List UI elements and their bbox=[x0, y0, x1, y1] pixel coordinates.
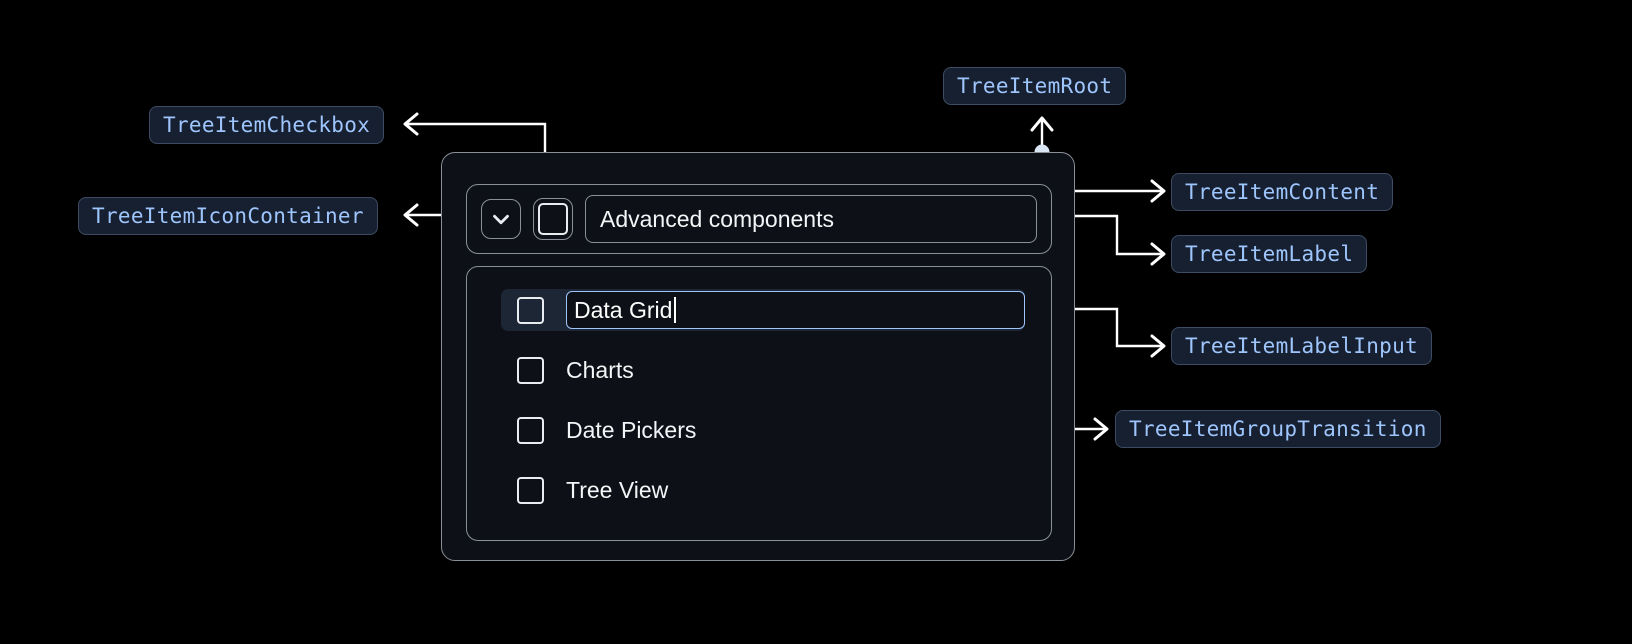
tree-item-root[interactable]: Advanced components Data Grid Charts Dat… bbox=[441, 152, 1075, 561]
tree-item-icon-container[interactable] bbox=[481, 199, 521, 239]
badge-label: TreeItemCheckbox bbox=[163, 113, 371, 137]
tree-item-checkbox[interactable] bbox=[517, 476, 544, 504]
badge-label: TreeItemLabelInput bbox=[1185, 334, 1418, 358]
annotation-badge-tree-item-root: TreeItemRoot bbox=[943, 67, 1127, 105]
tree-item-checkbox[interactable] bbox=[538, 203, 568, 235]
tree-item-row-date-pickers[interactable]: Date Pickers bbox=[501, 409, 1025, 451]
tree-item-label[interactable]: Advanced components bbox=[585, 195, 1037, 243]
annotation-badge-tree-item-checkbox: TreeItemCheckbox bbox=[149, 106, 385, 144]
tree-item-content[interactable]: Advanced components bbox=[466, 184, 1052, 254]
text-cursor bbox=[674, 297, 677, 323]
badge-label: TreeItemIconContainer bbox=[92, 204, 364, 228]
tree-item-label-input-value: Data Grid bbox=[574, 296, 673, 323]
badge-label: TreeItemGroupTransition bbox=[1129, 417, 1427, 441]
annotation-badge-tree-item-content: TreeItemContent bbox=[1171, 173, 1394, 211]
tree-item-label: Tree View bbox=[566, 476, 669, 503]
tree-item-row-data-grid[interactable]: Data Grid bbox=[501, 289, 1025, 331]
tree-item-row-charts[interactable]: Charts bbox=[501, 349, 1025, 391]
badge-label: TreeItemContent bbox=[1185, 180, 1380, 204]
tree-item-checkbox[interactable] bbox=[517, 356, 544, 384]
tree-item-group-transition: Data Grid Charts Date Pickers Tree View bbox=[466, 266, 1052, 541]
annotation-badge-tree-item-group-transition: TreeItemGroupTransition bbox=[1115, 410, 1441, 448]
badge-label: TreeItemRoot bbox=[957, 74, 1113, 98]
tree-item-label-input[interactable]: Data Grid bbox=[566, 291, 1025, 329]
tree-item-label-text: Advanced components bbox=[600, 205, 834, 232]
tree-item-label: Date Pickers bbox=[566, 416, 697, 443]
tree-item-label: Charts bbox=[566, 356, 634, 383]
badge-label: TreeItemLabel bbox=[1185, 242, 1354, 266]
tree-item-row-tree-view[interactable]: Tree View bbox=[501, 469, 1025, 511]
tree-item-checkbox[interactable] bbox=[517, 296, 544, 324]
annotation-badge-tree-item-label: TreeItemLabel bbox=[1171, 235, 1368, 273]
annotation-badge-tree-item-label-input: TreeItemLabelInput bbox=[1171, 327, 1432, 365]
tree-item-checkbox[interactable] bbox=[517, 416, 544, 444]
chevron-down-icon bbox=[493, 214, 509, 225]
tree-item-checkbox-wrapper bbox=[533, 198, 573, 240]
annotation-badge-tree-item-icon-container: TreeItemIconContainer bbox=[78, 197, 378, 235]
